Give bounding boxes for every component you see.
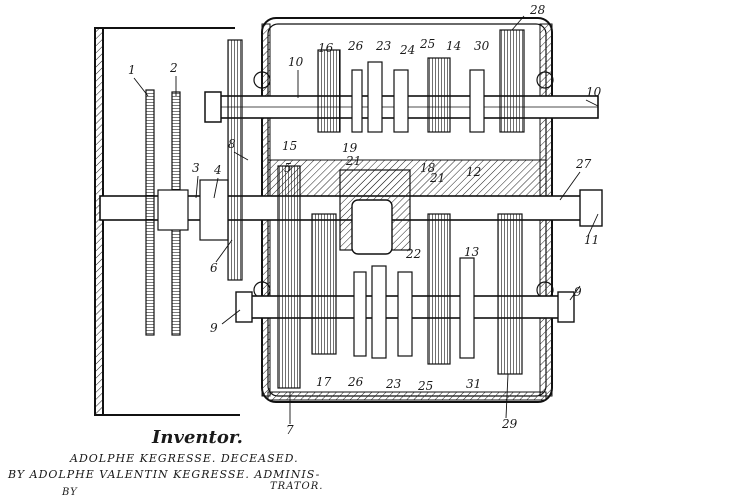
callout-labels: 1 2 3 4 5 6 7 8 9 9 10 10 11 12 13 14 15… (128, 3, 602, 437)
callout-17: 17 (316, 375, 332, 389)
callout-27: 27 (575, 157, 592, 171)
callout-2: 2 (169, 61, 178, 75)
inventor-heading: Inventor. (152, 427, 243, 448)
callout-13: 13 (464, 245, 480, 259)
callout-1: 1 (128, 63, 136, 77)
callout-19: 19 (342, 141, 358, 155)
callout-23-top: 23 (375, 39, 392, 53)
callout-18: 18 (420, 161, 436, 175)
upper-gears (227, 29, 525, 281)
callout-11: 11 (584, 233, 599, 247)
inventor-line-2: BY ADOLPHE VALENTIN KEGRESSE. ADMINIS- (8, 468, 321, 481)
callout-21-right: 21 (429, 171, 445, 185)
callout-29: 29 (501, 417, 518, 431)
inventor-line-4: BY (62, 487, 78, 498)
callout-25-top: 25 (419, 37, 435, 51)
clutch-discs (145, 89, 229, 336)
callout-6: 6 (210, 261, 218, 275)
callout-10-right: 10 (586, 85, 602, 99)
callout-25-bottom: 25 (417, 379, 433, 393)
callout-9-right: 9 (574, 285, 582, 299)
callout-24: 24 (399, 43, 415, 57)
callout-26-top: 26 (347, 39, 364, 53)
callout-9-left: 9 (210, 321, 218, 335)
callout-8: 8 (228, 137, 236, 151)
callout-21-left: 21 (345, 154, 361, 168)
callout-5: 5 (284, 161, 292, 175)
lower-gears (277, 165, 523, 389)
callout-30: 30 (474, 39, 490, 53)
callout-31: 31 (466, 377, 481, 391)
leader-lines (133, 15, 599, 424)
callout-4: 4 (213, 163, 222, 177)
callout-23-bottom: 23 (385, 377, 402, 391)
callout-12: 12 (466, 165, 481, 179)
callout-15: 15 (282, 139, 297, 153)
callout-22: 22 (405, 247, 421, 261)
callout-26-bottom: 26 (347, 375, 364, 389)
inventor-line-3: TRATOR. (270, 481, 324, 492)
inventor-line-1: ADOLPHE KEGRESSE. DECEASED. (70, 452, 299, 465)
callout-7: 7 (286, 423, 294, 437)
callout-10-left: 10 (288, 55, 304, 69)
callout-3: 3 (192, 161, 200, 175)
callout-14: 14 (446, 39, 461, 53)
callout-28: 28 (529, 3, 546, 17)
callout-16: 16 (318, 41, 334, 55)
bell-housing (94, 27, 240, 416)
